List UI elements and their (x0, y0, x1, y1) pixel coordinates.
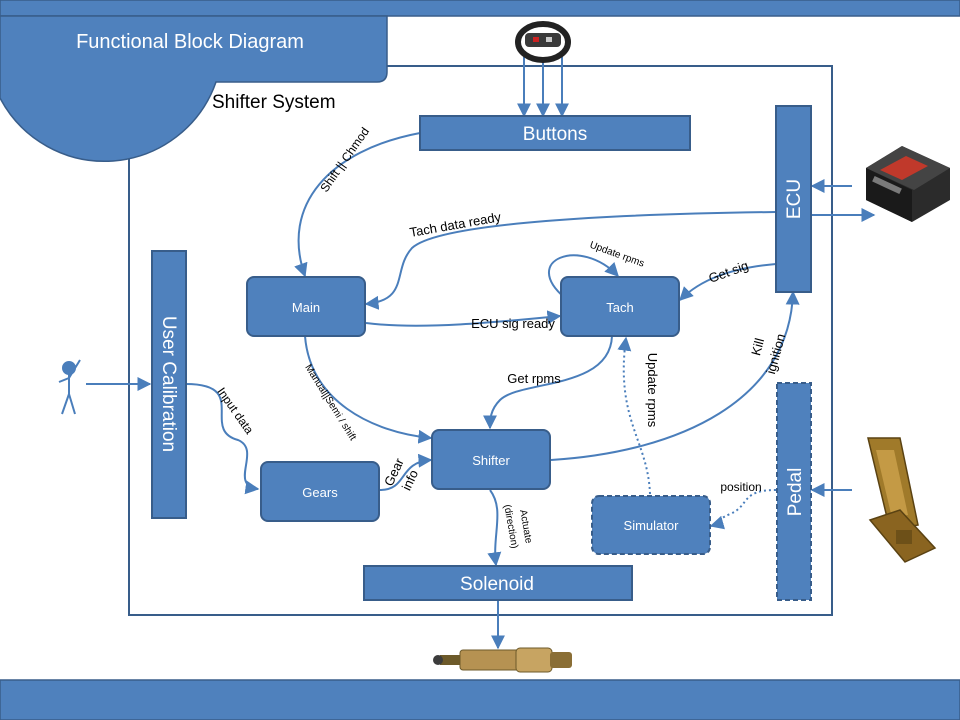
block-ecu: ECU (775, 105, 812, 293)
label-manual-semi-shift: Manual||Semi / shift (302, 363, 358, 443)
label-position: position (720, 480, 761, 494)
edge-pedal-simulator (709, 489, 777, 530)
block-main: Main (246, 276, 366, 337)
label-update-rpms-loop: Update rpms (588, 240, 646, 270)
label-ecu-sig-ready: ECU sig ready (471, 316, 555, 331)
dotted-edges (617, 336, 777, 530)
pedal-icon (867, 437, 937, 563)
block-simulator: Simulator (591, 495, 711, 555)
edge-gears-shifter (379, 453, 433, 491)
slide-title: Functional Block Diagram (76, 31, 304, 53)
main-label: Main (292, 300, 320, 315)
tach-label: Tach (606, 300, 633, 315)
ecu-label: ECU (784, 179, 805, 219)
edge-shifter-ecu (550, 290, 800, 461)
bottom-banner (0, 679, 960, 720)
gears-label: Gears (302, 485, 338, 500)
edge-calibration-gears (185, 383, 260, 495)
label-ignition: ignition (763, 332, 788, 376)
label-update-rpms: Update rpms (645, 353, 660, 428)
title-header: Functional Block Diagram (0, 15, 388, 162)
top-banner (0, 0, 960, 17)
label-shift-chmod: Shift || Chmod (317, 125, 372, 195)
system-label: Shifter System (212, 92, 336, 113)
steering-wheel-icon (515, 21, 571, 63)
block-buttons: Buttons (419, 115, 691, 151)
edge-shifter-solenoid (487, 489, 502, 567)
solenoid-actuator-icon (433, 647, 572, 673)
block-user-calibration: User Calibration (151, 250, 187, 519)
block-pedal: Pedal (776, 382, 812, 601)
edge-main-tach (365, 310, 562, 327)
label-get-sig: Get sig (707, 258, 751, 286)
block-shifter: Shifter (431, 429, 551, 490)
label-input-data: Input data (214, 385, 256, 437)
label-actuate: Actuate (517, 509, 534, 545)
ecu-module-icon (866, 146, 950, 222)
block-solenoid: Solenoid (363, 565, 633, 601)
block-gears: Gears (260, 461, 380, 522)
solenoid-label: Solenoid (460, 574, 534, 595)
label-get-rpms: Get rpms (507, 371, 561, 386)
shifter-label: Shifter (472, 453, 510, 468)
edge-tach-loop (548, 254, 619, 299)
label-kill: Kill (748, 336, 767, 357)
buttons-label: Buttons (523, 124, 587, 145)
block-tach: Tach (560, 276, 680, 337)
label-direction: (direction) (501, 504, 520, 550)
label-tach-data-ready: Tach data ready (408, 209, 502, 240)
simulator-label: Simulator (624, 518, 680, 533)
stick-person-icon (58, 359, 81, 415)
edges (86, 57, 876, 650)
edge-tach-shifter (483, 335, 613, 430)
user-calibration-label: User Calibration (158, 316, 179, 452)
edge-ecu-tach (679, 263, 777, 301)
system-boundary (128, 65, 833, 616)
edge-buttons-main (294, 132, 421, 278)
edge-main-shifter (304, 335, 433, 444)
pedal-label: Pedal (785, 468, 806, 517)
edge-ecu-main (364, 211, 777, 310)
